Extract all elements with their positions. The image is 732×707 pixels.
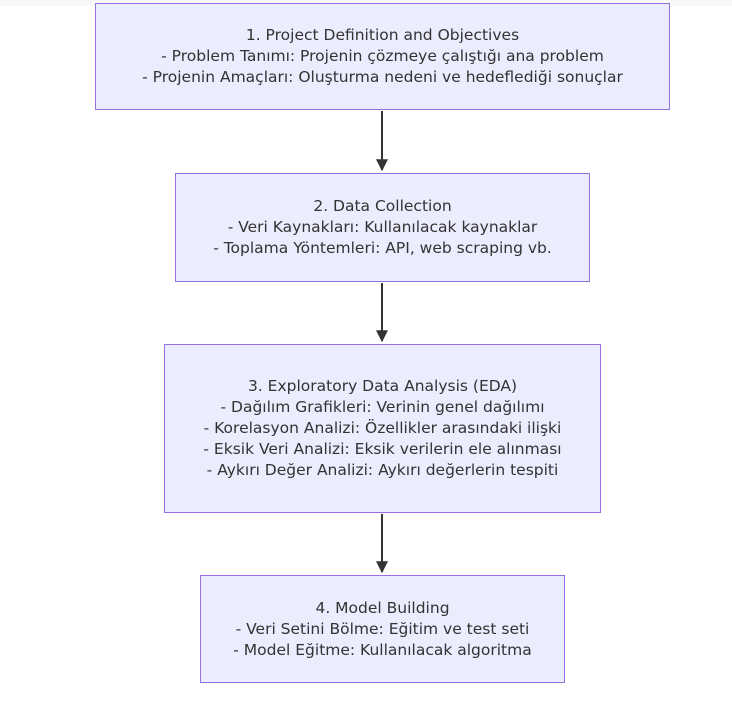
node-title: 1. Project Definition and Objectives bbox=[245, 26, 520, 44]
node-title: 2. Data Collection bbox=[313, 197, 452, 215]
node-model-building: 4. Model Building - Veri Setini Bölme: E… bbox=[200, 575, 565, 683]
node-eda: 3. Exploratory Data Analysis (EDA) - Dağ… bbox=[164, 344, 601, 513]
node-line: - Veri Setini Bölme: Eğitim ve test seti bbox=[235, 619, 530, 638]
node-line: - Veri Kaynakları: Kullanılacak kaynakla… bbox=[227, 218, 538, 236]
node-data-collection: 2. Data Collection - Veri Kaynakları: Ku… bbox=[175, 173, 590, 282]
node-line: - Model Eğitme: Kullanılacak algoritma bbox=[233, 640, 532, 659]
node-line: - Toplama Yöntemleri: API, web scraping … bbox=[213, 239, 552, 257]
node-project-definition: 1. Project Definition and Objectives - P… bbox=[95, 3, 670, 110]
node-title: 4. Model Building bbox=[315, 598, 450, 617]
node-title: 3. Exploratory Data Analysis (EDA) bbox=[247, 377, 518, 395]
node-line: - Dağılım Grafikleri: Verinin genel dağı… bbox=[220, 398, 545, 416]
node-line: - Korelasyon Analizi: Özellikler arasınd… bbox=[203, 419, 562, 437]
node-line: - Eksik Veri Analizi: Eksik verilerin el… bbox=[203, 440, 562, 458]
node-line: - Aykırı Değer Analizi: Aykırı değerleri… bbox=[206, 461, 559, 479]
node-line: - Projenin Amaçları: Oluşturma nedeni ve… bbox=[142, 68, 623, 86]
node-line: - Problem Tanımı: Projenin çözmeye çalış… bbox=[161, 47, 604, 65]
